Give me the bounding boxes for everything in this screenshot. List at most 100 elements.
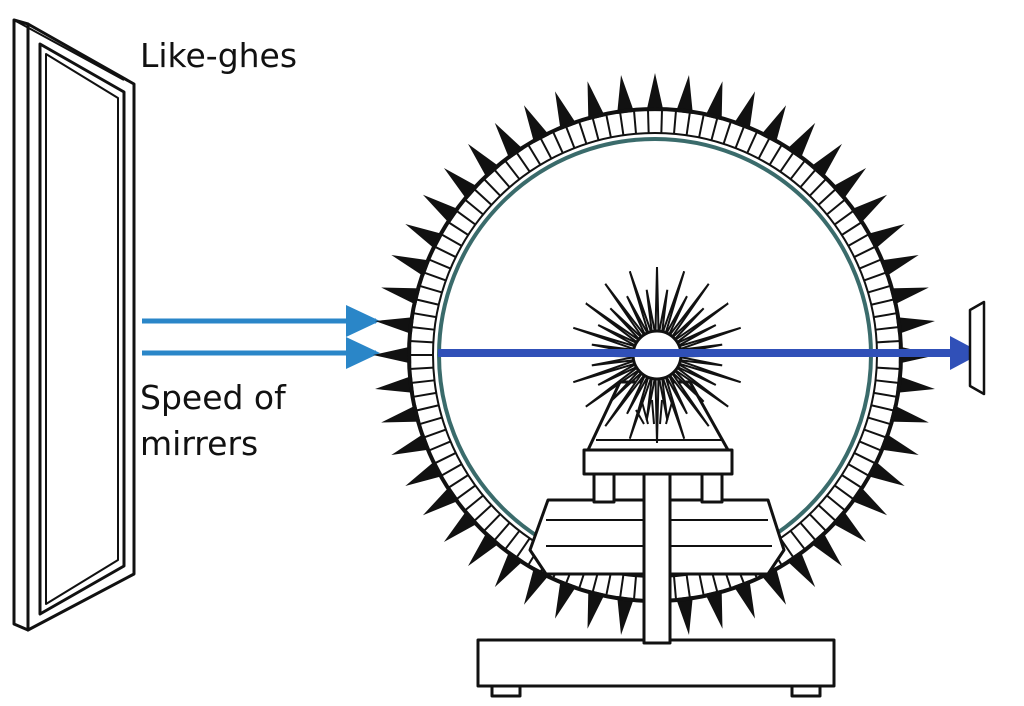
wheel-slat [873, 391, 898, 398]
wheel-slat [817, 504, 837, 523]
wheel-tooth [733, 91, 755, 131]
wheel-tooth [523, 105, 550, 144]
wheel-slat [685, 574, 691, 599]
wheel-tooth [879, 255, 919, 277]
wheel-slat [503, 159, 521, 180]
wheel-slat [433, 452, 457, 465]
through-light-beam [438, 336, 982, 370]
wheel-slat [632, 109, 637, 134]
wheel-slat [876, 339, 901, 344]
wheel-slat [619, 111, 625, 136]
wheel-tooth [646, 73, 664, 112]
hub-spike [654, 266, 660, 335]
wheel-slat [440, 463, 463, 477]
wheel-tooth [786, 550, 816, 588]
wheel-slat [863, 428, 888, 439]
wheel-slat [422, 271, 447, 282]
wheel-tooth [422, 486, 460, 516]
wheel-tooth [555, 91, 577, 131]
wheel-tooth [866, 223, 905, 250]
wheel-tooth [375, 317, 414, 335]
wheel-slat [515, 537, 531, 559]
wheel-slat [578, 120, 588, 145]
wheel-slat [428, 258, 451, 270]
wheel-slat [859, 258, 882, 270]
wheel-slat [415, 298, 439, 306]
wheel-tooth [675, 75, 693, 114]
wheel-slat [447, 474, 469, 489]
wheel-slat [515, 151, 531, 173]
wheel-slat [632, 576, 637, 601]
wheel-slat [847, 463, 870, 477]
wheel-tooth [443, 167, 479, 200]
wheel-slat [871, 298, 895, 306]
wheel-slat [539, 136, 553, 160]
wheel-tooth [391, 433, 431, 455]
wheel-slat [473, 504, 493, 523]
wheel-slat [757, 136, 771, 160]
hub-icon [568, 266, 746, 444]
wheel-slat [605, 113, 612, 138]
wheel-slat [409, 339, 434, 344]
wheel-tooth [831, 510, 867, 543]
like-ghes-label: Like-ghes [140, 36, 298, 75]
wheel-slat [605, 572, 612, 597]
wheel-tooth [381, 405, 421, 423]
wheel-slat [871, 404, 895, 412]
wheel-slat [789, 159, 807, 180]
wheel-slat [463, 198, 484, 216]
wheel-slat [746, 130, 759, 154]
wheel-slat [826, 494, 847, 512]
wheel-slat [779, 151, 795, 173]
wheel-slat [876, 366, 901, 371]
wheel-slat [447, 221, 469, 236]
wheel-slat [527, 143, 542, 166]
wheel-tooth [555, 579, 577, 619]
wheel-slat [473, 187, 493, 206]
wheel-tooth [405, 460, 444, 487]
wheel-slat [734, 125, 746, 149]
wheel-slat [853, 452, 877, 465]
wheel-slat [809, 513, 828, 533]
wheel-tooth [850, 486, 888, 516]
wheel-tooth [896, 317, 935, 335]
wheel-tooth [391, 255, 431, 277]
wheel-slat [418, 284, 443, 294]
wheel-slat [409, 366, 434, 371]
wheel-slat [463, 494, 484, 512]
hub-spike [654, 375, 660, 444]
wheel-slat [412, 391, 437, 398]
wheel-slat [698, 113, 705, 138]
wheel-slat [493, 168, 511, 188]
wheel-tooth [889, 405, 929, 423]
wheel-slat [564, 125, 576, 149]
wheel-tooth [467, 143, 500, 179]
wheel-tooth [889, 287, 929, 305]
wheel-tooth [375, 375, 414, 393]
wheel-slat [493, 522, 511, 542]
speed-label-line1: Speed of [140, 378, 286, 417]
wheel-slat [415, 404, 439, 412]
wheel-slat [847, 233, 870, 247]
wheel-tooth [373, 346, 412, 364]
wheel-slat [853, 245, 877, 258]
wheel-slat [455, 484, 476, 501]
wheel-tooth [494, 550, 524, 588]
wheel-slat [859, 440, 882, 452]
wheel-tooth [587, 81, 605, 121]
wheel-tooth [617, 75, 635, 114]
wheel-slat [841, 474, 863, 489]
wheel-slat [799, 168, 817, 188]
wheel-tooth [617, 596, 635, 635]
wheel-slat [455, 209, 476, 226]
wheel-slat [673, 109, 678, 134]
wheel-slat [660, 109, 664, 134]
wheel-tooth [831, 167, 867, 200]
wheel-slat [440, 233, 463, 247]
wheel-tooth [494, 122, 524, 160]
wheel-tooth [810, 143, 843, 179]
target-plate-icon [968, 300, 986, 396]
wheel-tooth [675, 596, 693, 635]
wheel-slat [722, 120, 732, 145]
